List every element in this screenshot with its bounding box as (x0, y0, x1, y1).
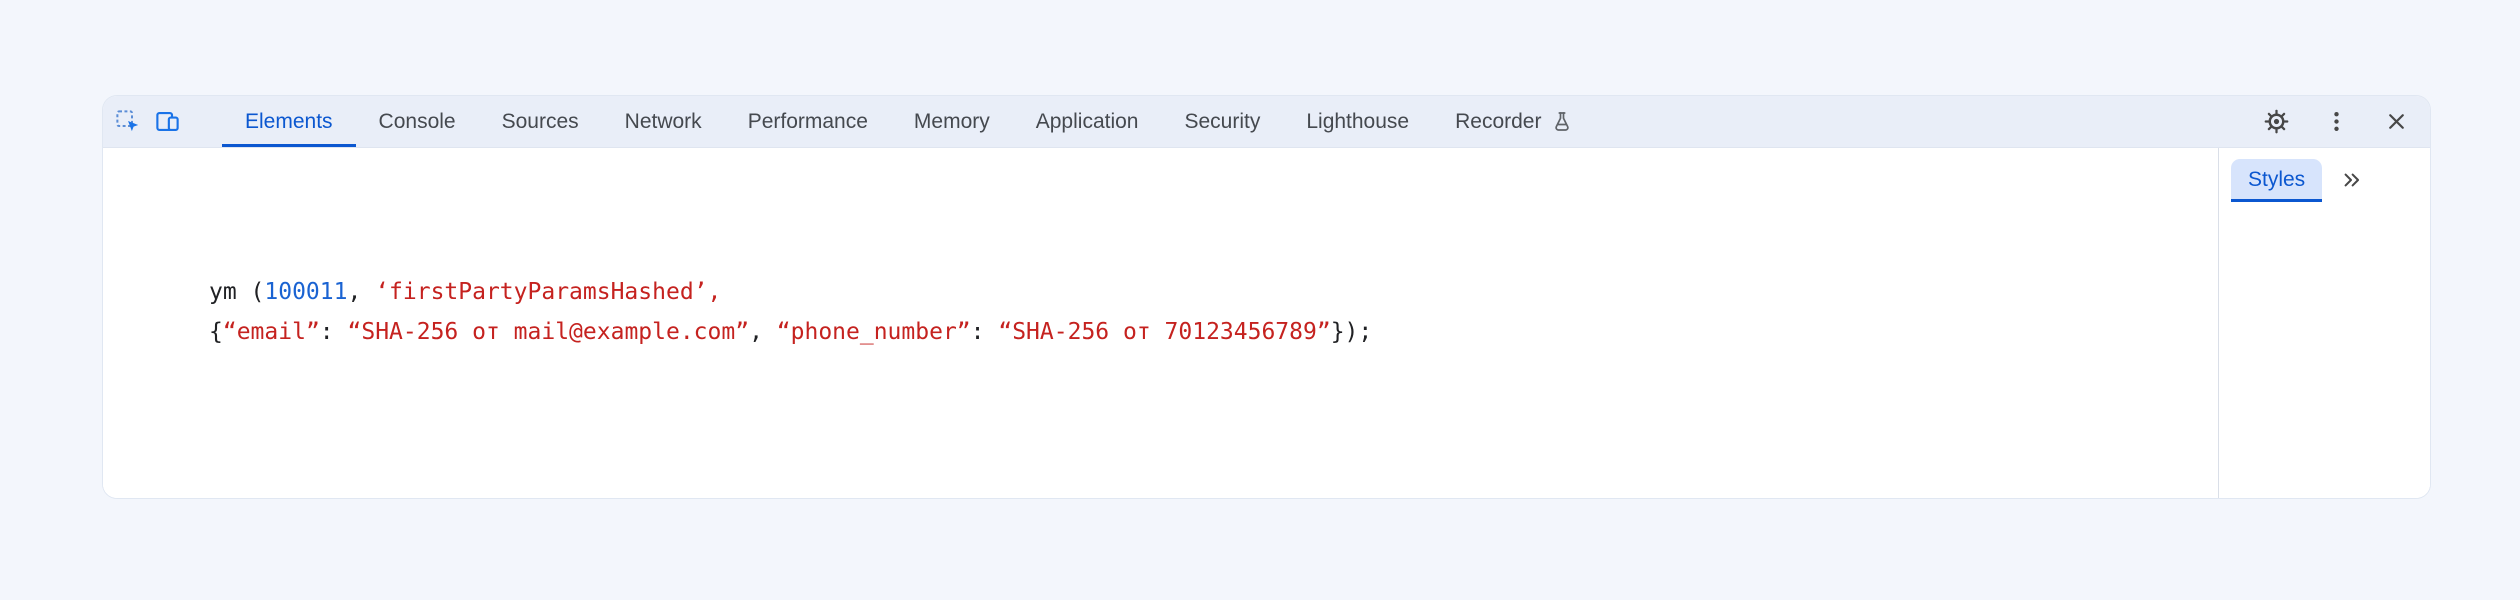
close-devtools-button[interactable] (2376, 102, 2416, 142)
tab-label: Console (378, 109, 456, 133)
code-token: : (970, 319, 999, 345)
elements-panel: <!doctype html> ym (100011, ‘firstPartyP… (103, 148, 2218, 498)
tab-sources[interactable]: Sources (479, 96, 602, 147)
code-token: 100011 (264, 279, 348, 305)
tab-recorder[interactable]: Recorder (1432, 96, 1597, 147)
code-line: ym (100011, ‘firstPartyParamsHashed’, (209, 272, 1372, 312)
tab-label: Sources (501, 109, 579, 133)
tab-security[interactable]: Security (1161, 96, 1283, 147)
code-token: “phone_number” (776, 319, 971, 345)
code-token: ym ( (209, 279, 265, 305)
tab-memory[interactable]: Memory (891, 96, 1013, 147)
inspect-element-button[interactable] (107, 102, 147, 142)
tab-performance[interactable]: Performance (725, 96, 891, 147)
double-chevron-icon (2344, 173, 2360, 187)
more-options-button[interactable] (2316, 102, 2356, 142)
tab-label: Elements (245, 109, 333, 133)
code-line: {“email”: “SHA-256 от mail@example.com”,… (209, 312, 1372, 352)
more-options-icon (2333, 112, 2339, 131)
code-token: ‘firstPartyParamsHashed’, (375, 279, 722, 305)
settings-gear-icon (2264, 109, 2288, 134)
clipped-dom-text: <!doctype html> (619, 148, 809, 161)
flask-icon (1555, 111, 1570, 131)
tab-lighthouse[interactable]: Lighthouse (1283, 96, 1432, 147)
code-token: : (319, 319, 348, 345)
code-token: { (209, 319, 223, 345)
devtools-window: Elements Console Sources Network Performance… (103, 96, 2430, 498)
code-token: “SHA-256 от 70123456789” (998, 319, 1331, 345)
tab-label: Application (1035, 109, 1139, 133)
tab-label: Lighthouse (1306, 109, 1410, 133)
tab-label: Security (1184, 109, 1261, 133)
tab-label: Recorder (1455, 109, 1542, 133)
code-token: “SHA-256 от mail@example.com” (347, 319, 750, 345)
sidebar-header: Styles (2219, 148, 2430, 202)
devtools-toolbar: Elements Console Sources Network Performance… (103, 96, 2430, 148)
devtools-tabs: Elements Console Sources Network Performance… (222, 96, 1597, 147)
devtools-body: <!doctype html> ym (100011, ‘firstPartyP… (103, 148, 2430, 498)
tab-elements[interactable]: Elements (222, 96, 356, 147)
sidebar-overflow-button[interactable] (2338, 159, 2364, 201)
code-token: , (749, 319, 777, 345)
tab-styles[interactable]: Styles (2231, 159, 2323, 202)
styles-sidebar: Styles (2218, 148, 2430, 498)
tab-application[interactable]: Application (1013, 96, 1162, 147)
code-token: “email” (222, 319, 320, 345)
code-token: }); (1330, 319, 1373, 345)
tab-label: Memory (913, 109, 990, 133)
toolbar-right-controls (2256, 102, 2416, 142)
settings-button[interactable] (2256, 102, 2296, 142)
device-toolbar-button[interactable] (147, 102, 187, 142)
inspect-element-icon (115, 110, 138, 132)
toggle-device-toolbar-icon (155, 111, 179, 132)
code-snippet: ym (100011, ‘firstPartyParamsHashed’,{“e… (209, 272, 1372, 352)
tab-console[interactable]: Console (356, 96, 479, 147)
tab-network[interactable]: Network (602, 96, 725, 147)
tab-label: Network (624, 109, 702, 133)
tab-label: Performance (747, 109, 868, 133)
close-icon (2388, 114, 2404, 129)
code-token: , (347, 279, 376, 305)
